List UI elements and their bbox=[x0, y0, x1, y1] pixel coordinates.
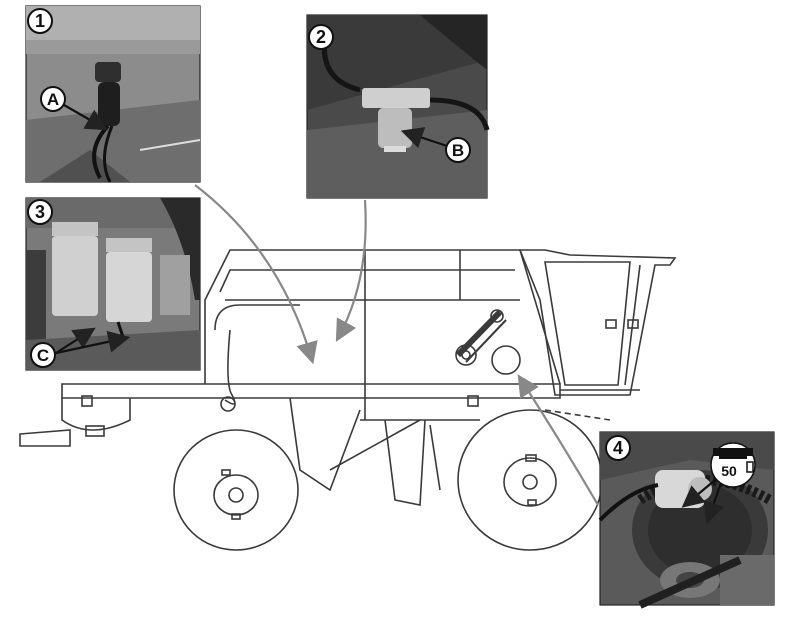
callout-4: 4 bbox=[605, 435, 631, 461]
leader-4-to-machine bbox=[517, 374, 599, 506]
arrow-50-1 bbox=[681, 475, 721, 508]
letter-callout-b: B bbox=[445, 137, 471, 163]
photo-inset-2 bbox=[306, 14, 490, 199]
arrow-c-2 bbox=[55, 330, 131, 355]
photo-inset-3 bbox=[25, 197, 201, 371]
callout-3: 3 bbox=[27, 199, 53, 225]
arrow-50-2 bbox=[703, 479, 725, 525]
letter-callout-a: A bbox=[40, 86, 66, 112]
callout-4-label: 4 bbox=[613, 438, 623, 458]
arrow-b bbox=[400, 127, 448, 149]
letter-callout-c: C bbox=[30, 342, 56, 368]
callout-2-label: 2 bbox=[316, 27, 326, 47]
leader-1-to-machine bbox=[194, 184, 318, 365]
letter-b-label: B bbox=[452, 141, 464, 160]
callout-3-label: 3 bbox=[35, 202, 45, 222]
service-interval-value: 50 bbox=[721, 463, 737, 479]
arrow-a bbox=[63, 104, 108, 131]
arrow-c-1 bbox=[55, 327, 96, 354]
callout-1: 1 bbox=[27, 8, 53, 34]
combine-harvester-outline bbox=[19, 249, 677, 551]
leader-lines bbox=[194, 184, 599, 506]
callout-1-label: 1 bbox=[35, 11, 45, 31]
letter-a-label: A bbox=[47, 90, 59, 109]
callout-2: 2 bbox=[308, 24, 334, 50]
service-interval-badge: 50 bbox=[710, 442, 756, 488]
pointer-arrows bbox=[55, 104, 725, 525]
letter-c-label: C bbox=[37, 346, 49, 365]
leader-2-to-machine bbox=[335, 199, 367, 342]
